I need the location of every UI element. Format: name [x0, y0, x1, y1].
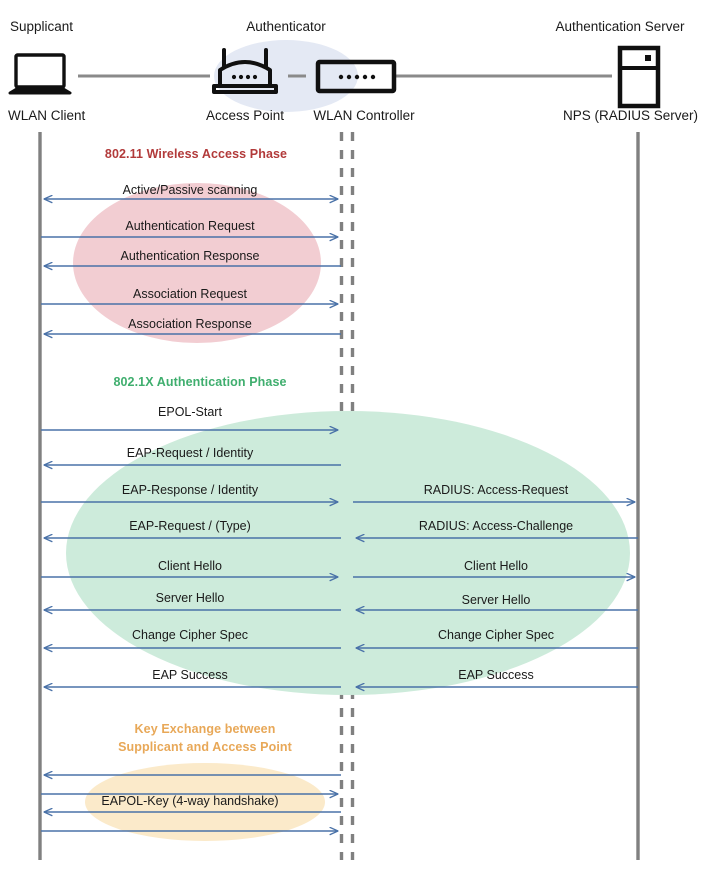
message-label: Change Cipher Spec — [131, 628, 249, 642]
wlan-controller-icon — [315, 59, 397, 94]
phase-label-key-exchange-line2: Supplicant and Access Point — [118, 740, 292, 754]
phase-key-exchange-ellipse — [85, 763, 325, 841]
message-label: Authentication Request — [125, 219, 255, 233]
phase-802-11-messages — [41, 199, 341, 334]
message-label: EAP Success — [458, 668, 534, 682]
message-label: EPOL-Start — [158, 405, 222, 419]
message-label: Server Hello — [155, 591, 225, 605]
message-label: Server Hello — [461, 593, 531, 607]
message-label: EAPOL-Key (4-way handshake) — [101, 794, 279, 808]
message-label: Authentication Response — [120, 249, 260, 263]
phase-label-key-exchange-line1: Key Exchange between — [134, 722, 276, 736]
phase-802-1x-ellipse — [66, 411, 630, 695]
phase-label-802-11: 802.11 Wireless Access Phase — [104, 147, 288, 161]
message-label: Client Hello — [158, 559, 222, 573]
phase-key-exchange-messages — [41, 775, 341, 831]
message-label: Active/Passive scanning — [122, 183, 258, 197]
server-icon — [617, 45, 661, 109]
node-label-wlan-controller: WLAN Controller — [313, 108, 415, 123]
phase-label-802-1x: 802.1X Authentication Phase — [113, 375, 287, 389]
node-label-access-point: Access Point — [205, 108, 285, 123]
role-title-supplicant: Supplicant — [10, 19, 74, 34]
message-label: Client Hello — [464, 559, 528, 573]
phase-802-1x-messages-left — [41, 430, 341, 687]
node-label-nps-radius-server: NPS (RADIUS Server) — [562, 108, 699, 123]
role-title-authentication-server: Authentication Server — [555, 19, 685, 34]
message-label: RADIUS: Access-Challenge — [418, 519, 574, 533]
role-title-authenticator: Authenticator — [246, 19, 326, 34]
message-label: EAP-Request / (Type) — [129, 519, 251, 533]
phase-802-11-ellipse — [73, 183, 321, 343]
message-label: RADIUS: Access-Request — [423, 483, 569, 497]
message-label: EAP Success — [152, 668, 228, 682]
laptop-icon — [8, 53, 72, 95]
message-label: EAP-Response / Identity — [121, 483, 259, 497]
phase-802-1x-messages-right — [353, 502, 638, 687]
message-label: Association Request — [133, 287, 247, 301]
node-label-wlan-client: WLAN Client — [8, 108, 86, 123]
message-label: Association Response — [128, 317, 252, 331]
message-label: Change Cipher Spec — [437, 628, 555, 642]
access-point-icon — [212, 48, 278, 94]
message-label: EAP-Request / Identity — [126, 446, 254, 460]
